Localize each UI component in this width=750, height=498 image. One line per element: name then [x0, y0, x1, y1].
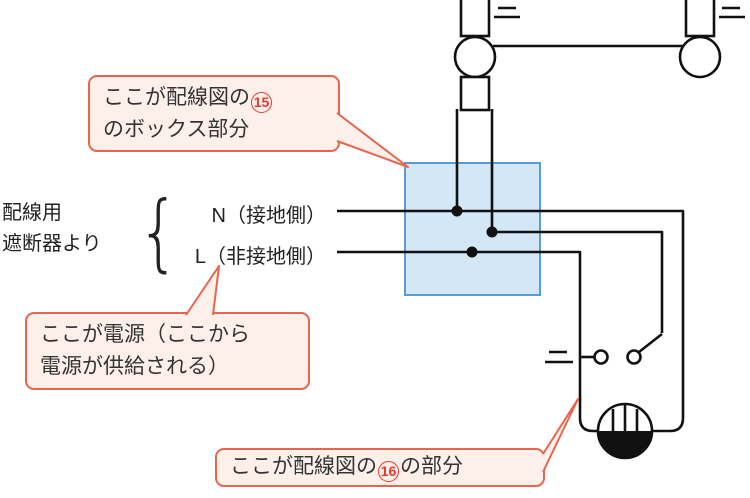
source-label-line2: 遮断器より: [2, 233, 102, 255]
callout-part-text-before: ここが配線図の: [230, 455, 377, 478]
fixture-right-body: [684, 0, 716, 38]
callout-power-line2: 電源が供給される）: [40, 355, 229, 378]
ceiling-fixture-right: [678, 0, 745, 79]
connection-dot-live: [466, 246, 478, 258]
live-wire-label: L（非接地側）: [194, 246, 326, 268]
brace: {: [137, 183, 181, 281]
fixture-left-bottom-body: [459, 75, 491, 112]
source-label-line1: 配線用: [2, 202, 62, 224]
ceiling-fixture-left: [453, 0, 520, 112]
callout-power-source: ここが電源（ここから 電源が供給される）: [25, 312, 310, 390]
switch: [545, 332, 663, 365]
callout-power-tail: [185, 265, 220, 316]
callout-part-text-after: の部分: [400, 455, 463, 478]
circled-number-15: 15: [251, 92, 272, 113]
switch-terminal-left: [593, 349, 609, 365]
switch-lever: [638, 332, 663, 354]
lamp-base: [598, 431, 652, 458]
callout-box-text: ここが配線図の: [103, 86, 250, 109]
lamp: [596, 402, 654, 460]
fixture-right-circle: [678, 35, 722, 79]
callout-power-line1: ここが電源（ここから: [40, 323, 250, 346]
callout-box-tail: [336, 112, 409, 168]
connection-dot-neutral: [451, 205, 463, 217]
circled-number-16: 16: [378, 461, 399, 482]
fixture-left-top-body: [459, 0, 491, 38]
lamp-body: [596, 402, 654, 460]
wire-switched: [490, 109, 664, 333]
source-label: 配線用 遮断器より: [2, 198, 102, 260]
callout-part-tail: [542, 398, 579, 473]
junction-box: [404, 162, 541, 296]
switch-terminal-right: [626, 349, 642, 365]
callout-box-line2: のボックス部分: [103, 118, 250, 141]
neutral-wire-label: N（接地側）: [211, 205, 326, 227]
wire-live: [337, 250, 598, 433]
connection-dot-switched: [486, 226, 498, 238]
fixture-left-circle: [453, 35, 497, 79]
wire-neutral: [337, 209, 685, 433]
